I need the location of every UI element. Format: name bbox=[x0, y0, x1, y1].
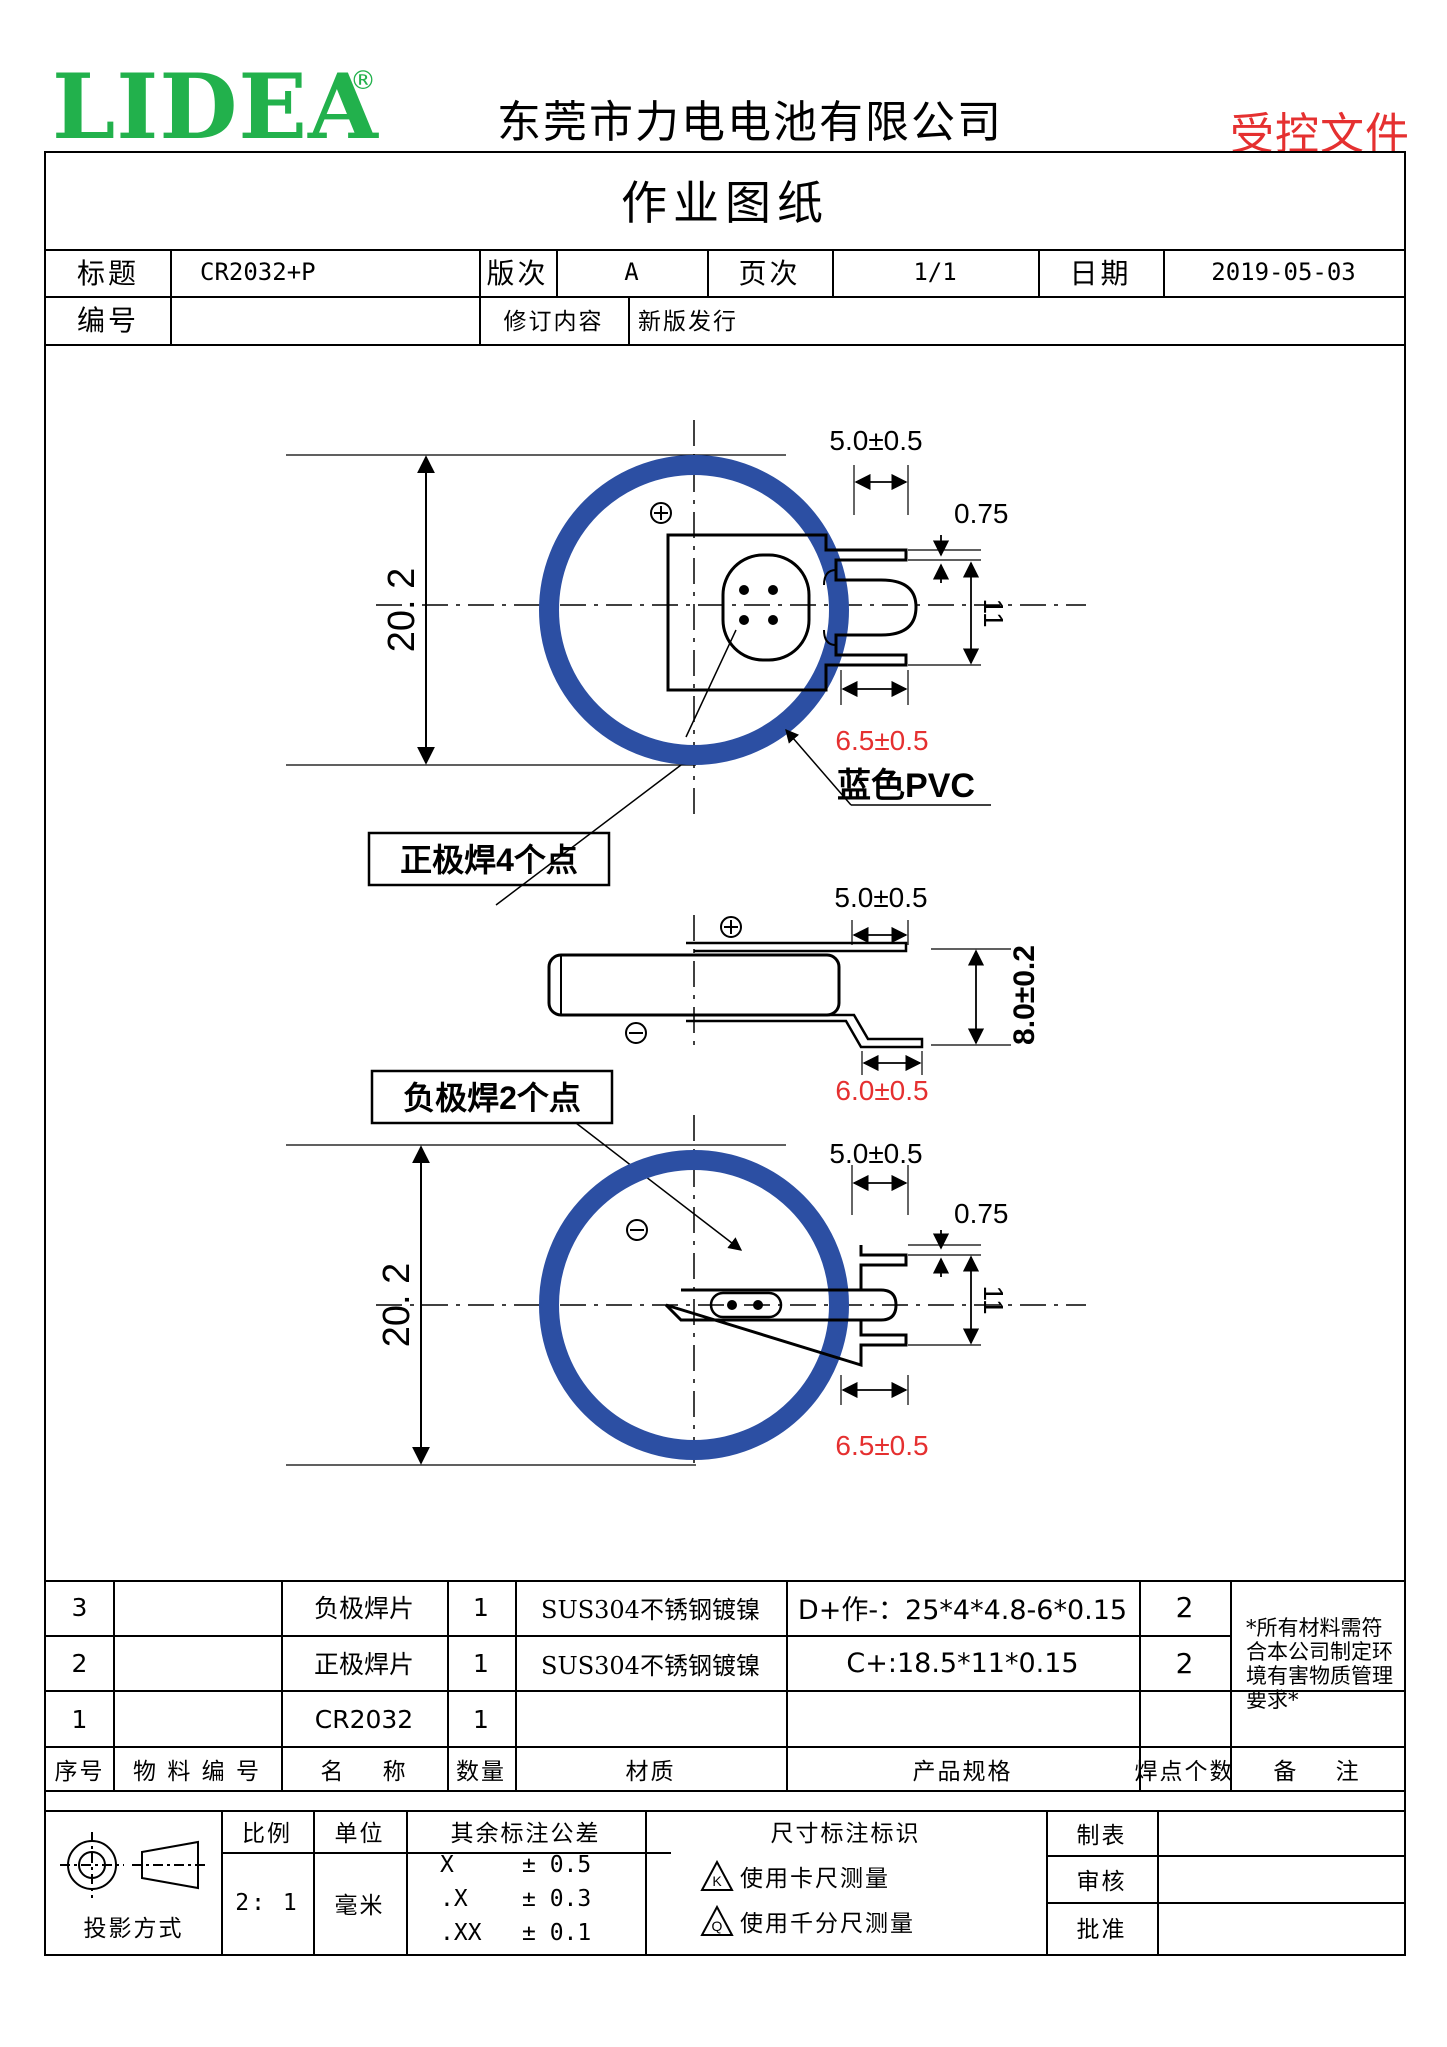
bom-name: 负极焊片 bbox=[313, 1594, 414, 1623]
tolerance-list: X ± 0.5 .X ± 0.3 .XX ± 0.1 bbox=[440, 1848, 640, 1950]
dim-11-bottom: 11 bbox=[978, 1285, 1009, 1314]
bom-no: 3 bbox=[71, 1592, 88, 1622]
version-label: 版次 bbox=[486, 256, 549, 290]
doc-title: 作业图纸 bbox=[621, 176, 829, 230]
revision-value: 新版发行 bbox=[638, 309, 738, 335]
bom-points bbox=[1139, 1692, 1230, 1746]
date-label: 日期 bbox=[1069, 256, 1132, 290]
bom-name: CR2032 bbox=[314, 1704, 414, 1734]
bom-name: 正极焊片 bbox=[313, 1650, 414, 1679]
bom-spec bbox=[786, 1692, 1139, 1746]
label-blue-pvc: 蓝色PVC bbox=[837, 767, 975, 805]
mark-caliper: K 使用卡尺测量 bbox=[700, 1858, 890, 1894]
bom-points: 2 bbox=[1175, 1590, 1194, 1624]
dim-5-0-top: 5.0±0.5 bbox=[829, 425, 922, 456]
bom-code bbox=[113, 1636, 281, 1690]
cell-top-view bbox=[539, 455, 849, 765]
dim-8-0-side: 8.0±0.2 bbox=[1008, 945, 1041, 1045]
unit-value: 毫米 bbox=[334, 1893, 385, 1919]
bom-no: 2 bbox=[71, 1648, 88, 1678]
bom-no: 1 bbox=[71, 1704, 88, 1734]
tol-val: ± 0.3 bbox=[522, 1886, 592, 1912]
revision-label: 修订内容 bbox=[503, 309, 604, 335]
hdr-name: 名 称 bbox=[320, 1759, 408, 1785]
bom-qty: 1 bbox=[473, 1592, 489, 1622]
tol-key: .XX bbox=[440, 1920, 482, 1946]
dim-11-top: 11 bbox=[978, 598, 1009, 627]
bom-qty: 1 bbox=[473, 1648, 489, 1678]
version-value: A bbox=[624, 257, 639, 286]
dim-0-75-top: 0.75 bbox=[954, 498, 1009, 529]
label-negative-welds: 负极焊2个点 bbox=[403, 1080, 581, 1116]
dim-6-5-bottom: 6.5±0.5 bbox=[835, 1430, 928, 1461]
approve-label: 批准 bbox=[1076, 1917, 1127, 1943]
registered-mark: ® bbox=[350, 66, 376, 96]
scale-label: 比例 bbox=[242, 1821, 292, 1847]
tolerance-label: 其余标注公差 bbox=[450, 1821, 601, 1847]
bom-material: SUS304不锈钢镀镍 bbox=[541, 1651, 760, 1680]
svg-text:K: K bbox=[712, 1873, 722, 1889]
hdr-remark: 备 注 bbox=[1273, 1759, 1361, 1785]
bom-spec: C+:18.5*11*0.15 bbox=[846, 1647, 1079, 1679]
technical-drawing: 5.0±0.5 0.75 11 6.5±0.5 20. 2 蓝色PVC 正极焊4… bbox=[286, 420, 1086, 1470]
bom-code bbox=[113, 1580, 281, 1634]
mark-micrometer-text: 使用千分尺测量 bbox=[740, 1911, 915, 1937]
tol-key: .X bbox=[440, 1886, 468, 1912]
label-positive-welds: 正极焊4个点 bbox=[400, 842, 578, 878]
tol-val: ± 0.1 bbox=[522, 1920, 592, 1946]
dim-20-2-top: 20. 2 bbox=[381, 568, 423, 653]
made-by-label: 制表 bbox=[1076, 1822, 1127, 1849]
warning-triangle-icon: K bbox=[700, 1860, 734, 1891]
bom-material bbox=[515, 1692, 786, 1746]
bom-points: 2 bbox=[1175, 1646, 1194, 1680]
hdr-points: 焊点个数 bbox=[1134, 1759, 1235, 1785]
page-value: 1/1 bbox=[913, 257, 957, 286]
unit-label: 单位 bbox=[334, 1821, 385, 1847]
number-value bbox=[170, 296, 479, 342]
tol-key: X bbox=[440, 1852, 454, 1878]
warning-triangle-icon: Q bbox=[700, 1905, 734, 1936]
review-label: 审核 bbox=[1076, 1868, 1127, 1895]
mark-micrometer: Q 使用千分尺测量 bbox=[700, 1903, 915, 1939]
dim-5-0-bottom: 5.0±0.5 bbox=[829, 1138, 922, 1169]
bom-code bbox=[113, 1692, 281, 1746]
mark-caliper-text: 使用卡尺测量 bbox=[740, 1866, 890, 1892]
scale-value: 2: 1 bbox=[235, 1890, 299, 1916]
drawing-frame bbox=[44, 151, 1406, 1956]
company-name: 东莞市力电电池有限公司 bbox=[497, 97, 1003, 148]
number-label: 编号 bbox=[76, 304, 139, 337]
dim-6-0-side: 6.0±0.5 bbox=[835, 1075, 928, 1106]
hdr-spec: 产品规格 bbox=[912, 1759, 1013, 1785]
hdr-material: 材质 bbox=[625, 1759, 676, 1785]
dim-0-75-bottom: 0.75 bbox=[954, 1198, 1009, 1229]
title-label: 标题 bbox=[76, 256, 139, 290]
projection-icon bbox=[60, 1832, 206, 1898]
hdr-no: 序号 bbox=[54, 1759, 105, 1785]
title-value: CR2032+P bbox=[200, 257, 316, 286]
dim-20-2-bottom: 20. 2 bbox=[376, 1263, 418, 1348]
cell-bottom-view bbox=[539, 1150, 849, 1460]
dim-6-5-top: 6.5±0.5 bbox=[835, 725, 928, 756]
material-note: *所有材料需符合本公司制定环境有害物质管理要求* bbox=[1246, 1616, 1393, 1712]
bom-qty: 1 bbox=[473, 1704, 489, 1734]
hdr-code: 物 料 编 号 bbox=[133, 1759, 261, 1785]
dim-mark-label: 尺寸标注标识 bbox=[770, 1821, 921, 1847]
hdr-qty: 数量 bbox=[456, 1759, 506, 1785]
page-label: 页次 bbox=[738, 256, 801, 290]
dim-5-0-side: 5.0±0.5 bbox=[834, 882, 927, 913]
projection-label: 投影方式 bbox=[83, 1916, 184, 1942]
date-value: 2019-05-03 bbox=[1211, 257, 1356, 286]
svg-text:Q: Q bbox=[712, 1918, 723, 1934]
company-logo: LIDEA bbox=[52, 54, 379, 160]
tol-val: ± 0.5 bbox=[522, 1852, 592, 1878]
bom-spec: D+作-：25*4*4.8-6*0.15 bbox=[797, 1594, 1128, 1626]
bom-material: SUS304不锈钢镀镍 bbox=[541, 1595, 760, 1624]
